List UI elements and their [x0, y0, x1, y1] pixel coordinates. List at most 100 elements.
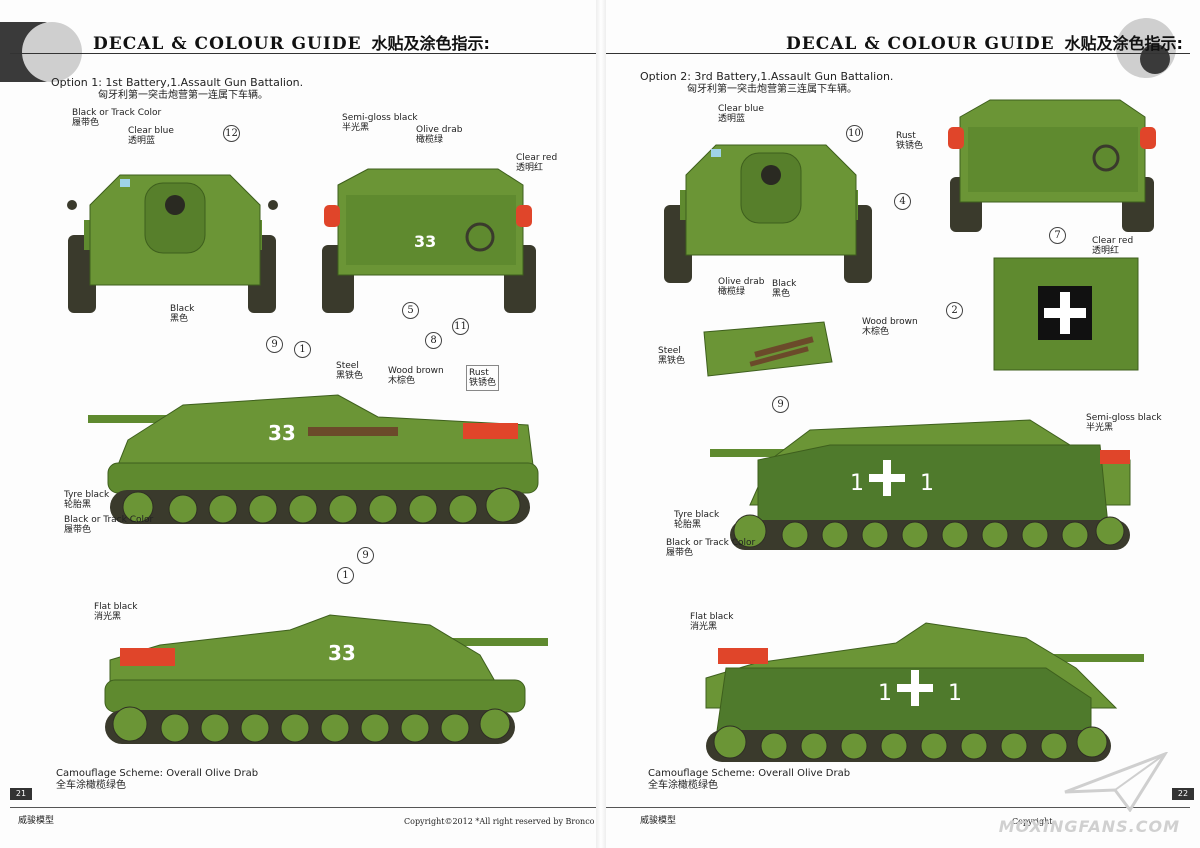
rear-fender-rust: [718, 648, 768, 664]
callout-9-lower: 9: [357, 547, 374, 564]
callout-7: 7: [1049, 227, 1066, 244]
callout-12: 12: [223, 125, 240, 142]
side-view-right-illustration: 1 1: [705, 622, 1144, 762]
front-periscope: [120, 179, 130, 187]
wood-beam-2: [749, 346, 809, 367]
option-title: Option 2: 3rd Battery,1.Assault Gun Batt…: [640, 70, 894, 83]
page-title: DECAL & COLOUR GUIDE 水贴及涂色指示:: [93, 30, 490, 54]
option-heading: Option 2: 3rd Battery,1.Assault Gun Batt…: [640, 70, 893, 96]
right-headlight: [268, 200, 278, 210]
rear-fender-rust: [1100, 450, 1130, 464]
page-gutter: [596, 0, 606, 848]
rear-fender-rust: [120, 648, 175, 666]
header-disc-dark: [1140, 44, 1170, 74]
page-title-en: DECAL & COLOUR GUIDE: [93, 34, 362, 54]
spare-wheel: [465, 222, 495, 252]
rear-fender-rust: [463, 423, 518, 439]
road-wheels: [112, 706, 511, 743]
page-number: 21: [10, 788, 32, 800]
right-tail-light: [1140, 127, 1156, 149]
callout-10: 10: [846, 125, 863, 142]
side-fender: [104, 679, 526, 713]
callout-11: 11: [452, 318, 469, 335]
option-heading: Option 1: 1st Battery,1.Assault Gun Batt…: [51, 76, 303, 102]
footer-brand: 威骏模型: [18, 816, 55, 826]
side-number-right: 1: [920, 471, 934, 496]
option-title-cn: 匈牙利第一突击炮营第一连属下车辆。: [98, 90, 268, 101]
road-wheels: [122, 487, 521, 524]
side-fender: [107, 462, 539, 494]
page-title-en: DECAL & COLOUR GUIDE: [786, 34, 1055, 54]
gun-muzzle: [761, 165, 781, 185]
side-number-right: 1: [948, 681, 962, 706]
left-track: [68, 235, 96, 313]
header-rule: [604, 53, 1190, 54]
road-wheels: [713, 725, 1108, 760]
footer-rule: [10, 807, 596, 808]
callout-2: 2: [946, 302, 963, 319]
header-disc-light: [22, 22, 82, 82]
gun-mantlet: [740, 152, 802, 224]
page-title-cn: 水贴及涂色指示:: [1064, 34, 1183, 53]
front-view-illustration: [67, 174, 278, 313]
side-view-left-illustration: 1 1: [710, 419, 1131, 550]
callout-1-lower: 1: [337, 567, 354, 584]
callout-1-upper: 1: [294, 341, 311, 358]
side-number-left: 1: [850, 471, 864, 496]
side-view-right-illustration: 33: [104, 614, 548, 744]
side-view-left-illustration: 33: [88, 394, 539, 524]
callout-9-upper: 9: [266, 336, 283, 353]
option-title-cn: 匈牙利第一突击炮营第三连属下车辆。: [687, 84, 857, 95]
gun-mantlet: [144, 182, 206, 254]
road-wheels: [733, 514, 1125, 549]
page-title-cn: 水贴及涂色指示:: [371, 34, 490, 53]
side-skirt-plate: [757, 444, 1109, 526]
header-rule: [10, 53, 596, 54]
cross-horizontal: [1044, 308, 1086, 318]
footer-rule: [604, 807, 1190, 808]
rear-hull-number: 33: [414, 232, 436, 251]
spare-wheel: [1092, 144, 1120, 172]
cross-horizontal: [869, 474, 905, 482]
footer-copyright: Copyright: [1012, 817, 1053, 826]
site-watermark: MOXINGFANS.COM: [998, 817, 1180, 836]
paper-plane-watermark-icon: [1064, 752, 1169, 812]
cross-marking-detail: [993, 257, 1139, 371]
rear-view-illustration: 33: [322, 168, 536, 313]
footer-copyright: Copyright©2012 *All right reserved by Br…: [404, 817, 627, 826]
page-title: DECAL & COLOUR GUIDE 水贴及涂色指示:: [786, 30, 1183, 54]
left-headlight: [67, 200, 77, 210]
front-view-illustration: [664, 144, 872, 283]
left-track: [664, 205, 692, 283]
rear-plate: [968, 127, 1138, 192]
side-number-left: 1: [878, 681, 892, 706]
front-periscope: [711, 149, 721, 157]
wood-beam: [754, 336, 814, 358]
gun-barrel: [710, 449, 820, 457]
page-right: DECAL & COLOUR GUIDE 水贴及涂色指示: Option 2: 3…: [600, 0, 1200, 848]
gun-barrel: [1036, 654, 1144, 662]
callout-9: 9: [772, 396, 789, 413]
